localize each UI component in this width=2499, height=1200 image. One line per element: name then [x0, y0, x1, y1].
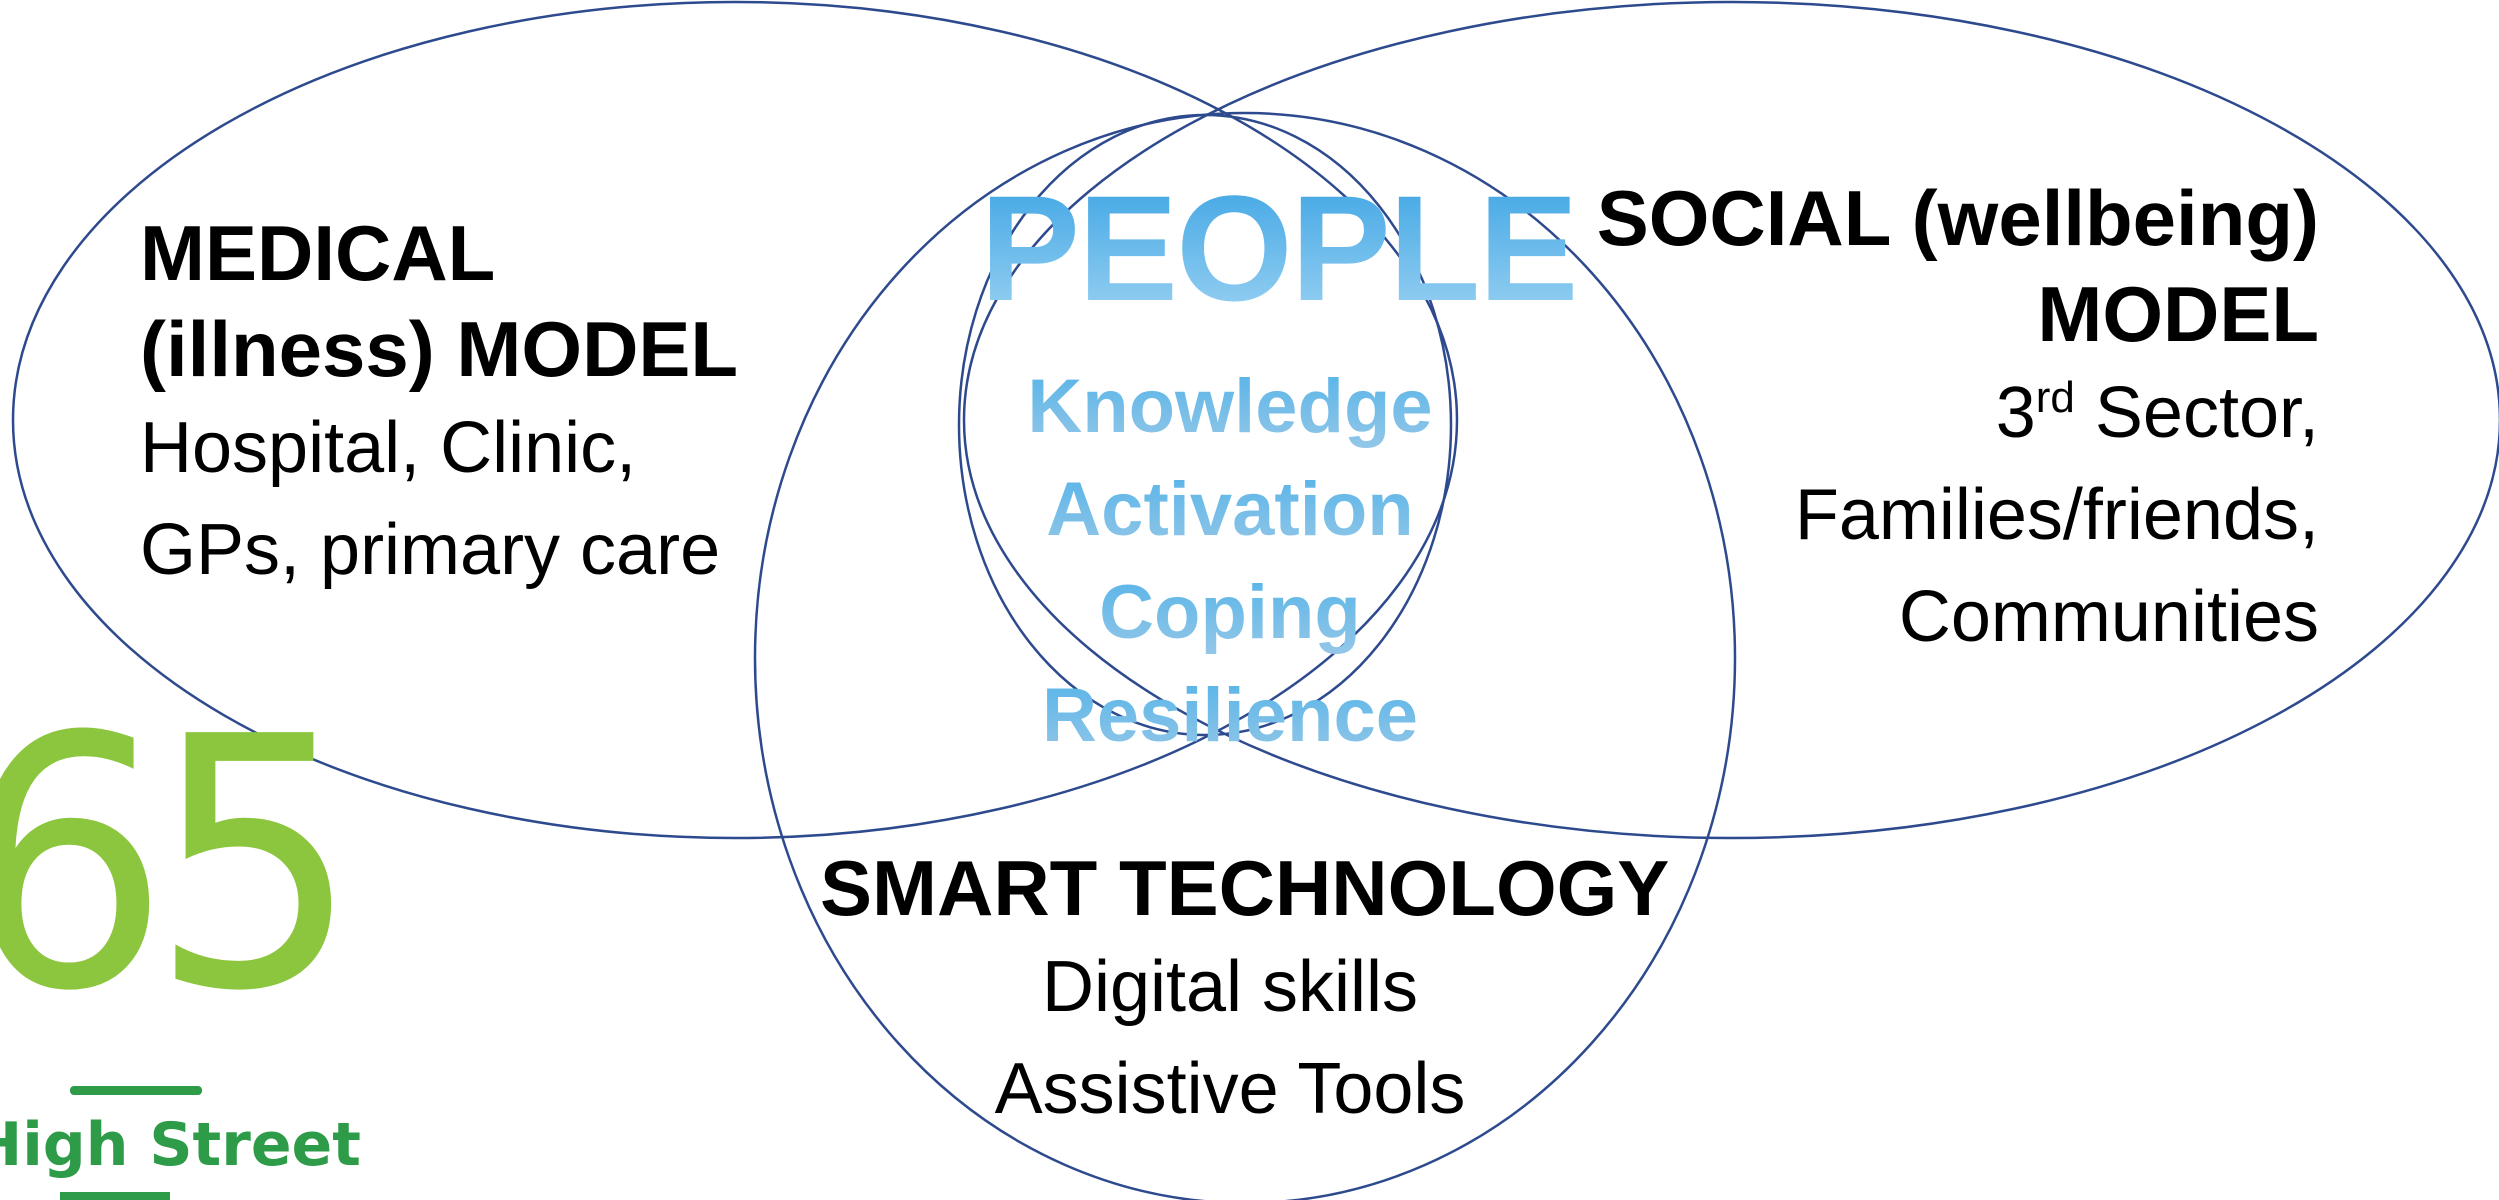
medical-heading-line1: MEDICAL [140, 209, 496, 297]
sector-number: 3 [1995, 373, 2036, 453]
logo-number: 65 [0, 663, 360, 1067]
smart-technology-ellipse [753, 111, 1737, 1200]
medical-body-line1: Hospital, Clinic, [140, 408, 637, 488]
social-heading-line2: MODEL [2037, 270, 2319, 358]
social-model-block: SOCIAL (wellbeing) MODEL 3rd Sector, Fam… [1597, 170, 2319, 668]
logo-bottom-line [60, 1192, 170, 1200]
people-item-resilience: Resilience [880, 664, 1580, 767]
smart-technology-heading: SMART TECHNOLOGY [820, 844, 1670, 932]
people-item-knowledge: Knowledge [880, 355, 1580, 458]
people-ellipse [957, 113, 1453, 737]
sector-superscript: rd [2035, 373, 2075, 422]
smart-technology-body-line1: Digital skills [1041, 947, 1419, 1027]
medical-body-line2: GPs, primary care [140, 510, 721, 590]
people-item-activation: Activation [880, 458, 1580, 561]
social-body-line2: Families/friends, [1794, 475, 2319, 555]
social-body-line3: Communities [1898, 577, 2319, 657]
social-heading-line1: SOCIAL (wellbeing) [1596, 174, 2319, 262]
logo-underline [70, 1086, 202, 1095]
logo-text: High Street [0, 1110, 361, 1180]
smart-technology-block: SMART TECHNOLOGY Digital skills Assistiv… [820, 840, 1670, 1140]
medical-model-block: MEDICAL (illness) MODEL Hospital, Clinic… [140, 205, 738, 601]
people-title: PEOPLE [980, 164, 1578, 332]
smart-technology-body-line2: Assistive Tools [994, 1049, 1466, 1129]
social-body-line1: 3rd Sector, [1597, 362, 2319, 464]
medical-heading-line2: (illness) MODEL [140, 305, 739, 393]
social-ellipse [962, 0, 2499, 840]
people-list: Knowledge Activation Coping Resilience [880, 355, 1580, 767]
people-item-coping: Coping [880, 561, 1580, 664]
sector-rest: Sector, [2074, 373, 2319, 453]
medical-ellipse [11, 0, 1459, 840]
